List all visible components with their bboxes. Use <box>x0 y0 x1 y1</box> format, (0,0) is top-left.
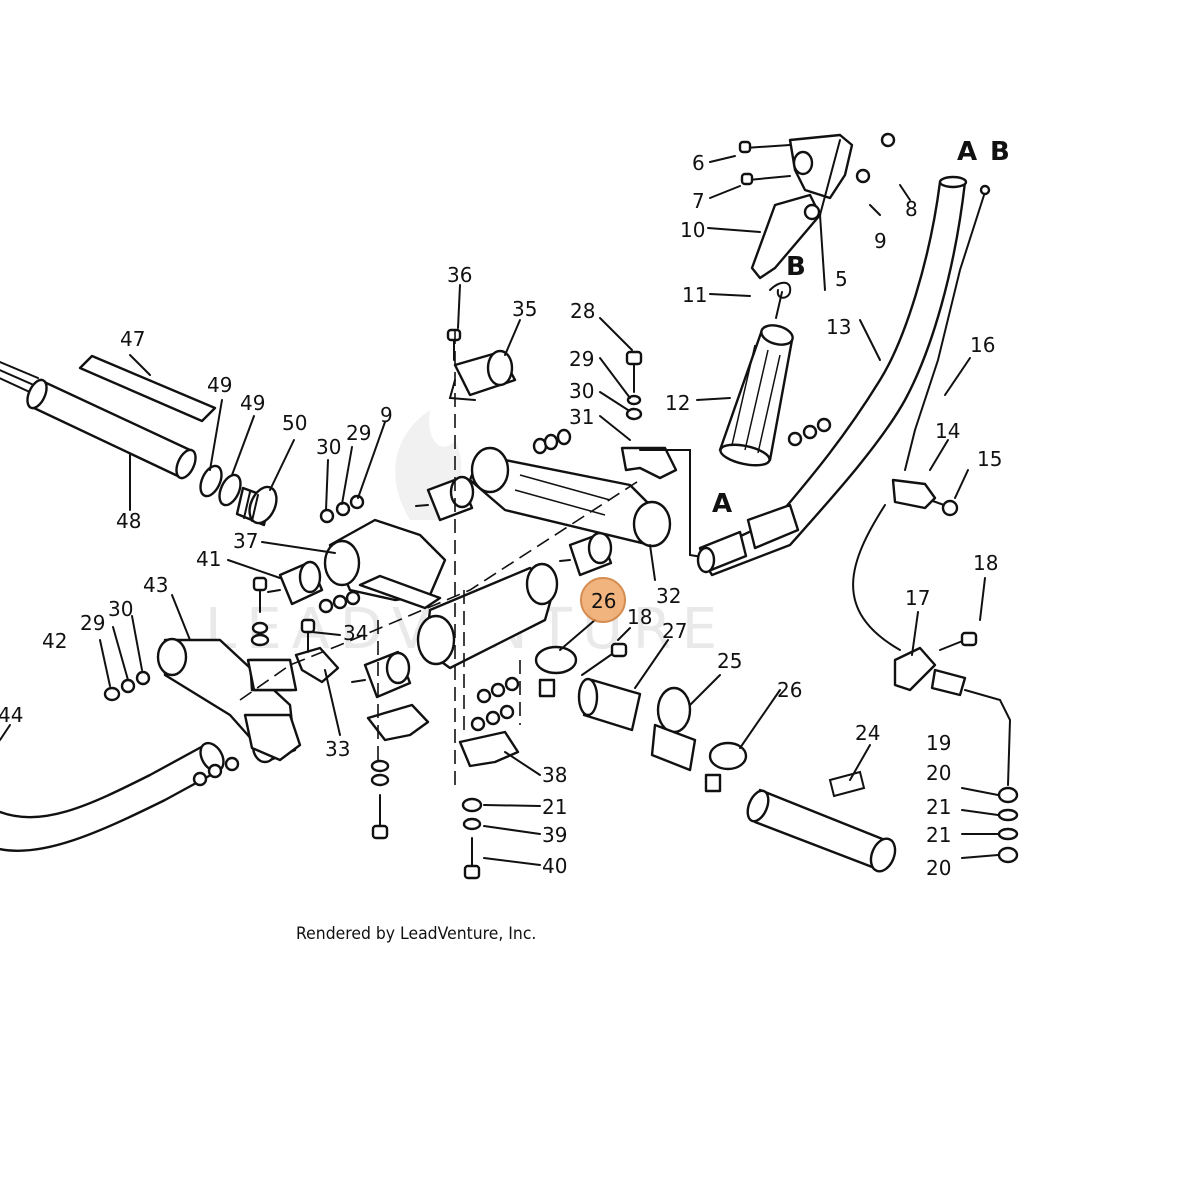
callout-6[interactable]: 6 <box>692 151 705 175</box>
callout-49-b[interactable]: 49 <box>240 391 265 415</box>
ring-25 <box>650 686 697 772</box>
callout-30-lower[interactable]: 30 <box>108 597 133 621</box>
callout-50[interactable]: 50 <box>282 411 307 435</box>
rubber-mount-41 <box>267 560 324 606</box>
callout-30-left[interactable]: 30 <box>316 435 341 459</box>
rubber-mount-right <box>559 531 613 577</box>
callout-26-highlighted[interactable]: 26 <box>591 589 616 613</box>
left-grip[interactable] <box>0 360 199 481</box>
clamp-33 <box>294 646 340 684</box>
highlight-callout-26[interactable] <box>580 577 626 623</box>
callout-24[interactable]: 24 <box>855 721 880 745</box>
cap-38 <box>458 730 520 768</box>
letter-b-top: B <box>990 137 1010 167</box>
callout-12[interactable]: 12 <box>665 391 690 415</box>
callout-41[interactable]: 41 <box>196 547 221 571</box>
callout-43[interactable]: 43 <box>143 573 168 597</box>
collar-27 <box>577 677 642 732</box>
callout-28[interactable]: 28 <box>570 299 595 323</box>
right-grip[interactable] <box>718 322 795 469</box>
callout-21-a[interactable]: 21 <box>926 795 951 819</box>
callout-26-right[interactable]: 26 <box>777 678 802 702</box>
callout-18-right[interactable]: 18 <box>973 551 998 575</box>
credit-text: Rendered by LeadVenture, Inc. <box>296 924 537 944</box>
rubber-mount-top-left <box>415 475 475 522</box>
clamp-26-right <box>704 741 748 793</box>
callout-27[interactable]: 27 <box>662 619 687 643</box>
fasteners <box>103 132 1019 880</box>
callout-20-top[interactable]: 20 <box>926 761 951 785</box>
cap-43-bottom <box>243 713 302 762</box>
callout-21-b[interactable]: 21 <box>926 823 951 847</box>
callout-33[interactable]: 33 <box>325 737 350 761</box>
callout-38[interactable]: 38 <box>542 763 567 787</box>
bracket-left[interactable] <box>323 518 447 610</box>
cap-43-top <box>246 658 298 692</box>
grip-end-collar <box>235 485 278 527</box>
rubber-mount-center <box>351 650 412 699</box>
decal-strip <box>78 354 217 423</box>
callout-5[interactable]: 5 <box>835 267 848 291</box>
callout-11[interactable]: 11 <box>682 283 707 307</box>
callout-9-left[interactable]: 9 <box>380 403 393 427</box>
callout-20-bottom[interactable]: 20 <box>926 856 951 880</box>
leader-lines <box>0 139 999 866</box>
callout-49-a[interactable]: 49 <box>207 373 232 397</box>
holder-center[interactable] <box>416 562 559 670</box>
callout-labels: 6 7 10 11 12 13 5 8 9 16 14 15 18 17 19 … <box>0 151 1002 880</box>
callout-29-left[interactable]: 29 <box>346 421 371 445</box>
callout-36[interactable]: 36 <box>447 263 472 287</box>
letter-a-top: A <box>957 137 977 167</box>
callout-25[interactable]: 25 <box>717 649 742 673</box>
callout-21-lower[interactable]: 21 <box>542 795 567 819</box>
callout-42[interactable]: 42 <box>42 629 67 653</box>
bar-tube[interactable] <box>744 770 900 875</box>
callout-37[interactable]: 37 <box>233 529 258 553</box>
callout-18-center[interactable]: 18 <box>627 605 652 629</box>
callout-29-lower[interactable]: 29 <box>80 611 105 635</box>
o-rings <box>199 464 242 507</box>
cable-clamp <box>891 478 937 510</box>
cap-31 <box>620 446 678 480</box>
throttle-cable <box>852 184 991 651</box>
crossbar-upper[interactable] <box>468 446 672 548</box>
callout-10[interactable]: 10 <box>680 218 705 242</box>
callout-29-top[interactable]: 29 <box>569 347 594 371</box>
callout-9[interactable]: 9 <box>874 229 887 253</box>
letter-a-grip: A <box>712 489 732 519</box>
return-spring <box>769 281 792 319</box>
callout-17[interactable]: 17 <box>905 586 930 610</box>
callout-32[interactable]: 32 <box>656 584 681 608</box>
cap-lower-center <box>366 703 430 742</box>
callout-31[interactable]: 31 <box>569 405 594 429</box>
callout-19[interactable]: 19 <box>926 731 951 755</box>
callout-14[interactable]: 14 <box>935 419 960 443</box>
callout-47[interactable]: 47 <box>120 327 145 351</box>
letter-b-perch: B <box>786 252 806 282</box>
callout-44[interactable]: 44 <box>0 703 23 727</box>
handlebar-right[interactable] <box>696 175 968 577</box>
callout-39[interactable]: 39 <box>542 823 567 847</box>
callout-7[interactable]: 7 <box>692 189 705 213</box>
callout-34[interactable]: 34 <box>343 621 368 645</box>
callout-35[interactable]: 35 <box>512 297 537 321</box>
callout-48[interactable]: 48 <box>116 509 141 533</box>
upper-cap-35 <box>448 349 517 401</box>
callout-15[interactable]: 15 <box>977 447 1002 471</box>
callout-13[interactable]: 13 <box>826 315 851 339</box>
callout-16[interactable]: 16 <box>970 333 995 357</box>
callout-8[interactable]: 8 <box>905 197 918 221</box>
clamp-26-center <box>534 645 578 698</box>
handlebar-left[interactable] <box>0 739 228 852</box>
cable-junction <box>893 646 1012 786</box>
callout-30-top[interactable]: 30 <box>569 379 594 403</box>
callout-40[interactable]: 40 <box>542 854 567 878</box>
